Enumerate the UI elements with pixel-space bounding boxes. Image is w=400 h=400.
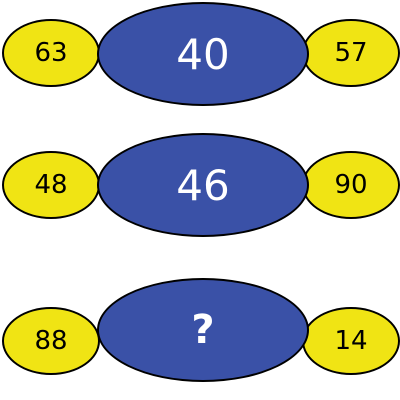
right-number-oval: 90 <box>302 151 400 219</box>
center-number-oval: 40 <box>97 2 309 106</box>
left-number-oval: 48 <box>2 151 100 219</box>
right-number-oval: 14 <box>302 307 400 375</box>
left-number-oval: 63 <box>2 19 100 87</box>
puzzle-row-2: 48 46 90 <box>0 133 400 247</box>
left-number-oval: 88 <box>2 307 100 375</box>
puzzle-row-3: 88 ? 14 <box>0 278 400 398</box>
center-number-oval: 46 <box>97 133 309 237</box>
puzzle-row-1: 63 40 57 <box>0 2 400 112</box>
right-number-oval: 57 <box>302 19 400 87</box>
unknown-answer-oval: ? <box>97 278 309 382</box>
